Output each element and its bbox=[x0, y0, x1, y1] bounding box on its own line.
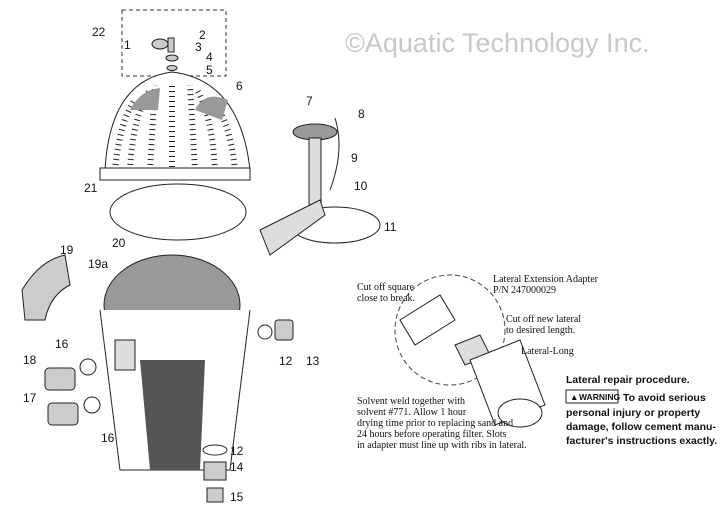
warning-triangle-icon: ▲ bbox=[570, 392, 578, 402]
filter-dome bbox=[99, 71, 251, 181]
callout-16b: 16 bbox=[101, 431, 115, 445]
callout-21: 21 bbox=[84, 181, 98, 195]
warning-badge bbox=[565, 389, 619, 404]
callout-14: 14 bbox=[230, 460, 244, 474]
label-text: facturer's instructions exactly. bbox=[566, 435, 717, 447]
callout-8: 8 bbox=[358, 107, 365, 121]
label-text: Lateral-Long bbox=[521, 346, 574, 357]
watermark: ©Aquatic Technology Inc. bbox=[345, 28, 650, 58]
callout-labels: 22 1 2 3 4 5 6 7 8 9 10 11 21 20 19 19a … bbox=[23, 25, 397, 504]
callout-6: 6 bbox=[236, 79, 243, 93]
callout-13: 13 bbox=[306, 354, 320, 368]
callout-20: 20 bbox=[112, 236, 126, 250]
label-text: to desired length. bbox=[506, 325, 575, 336]
callout-16a: 16 bbox=[55, 337, 69, 351]
label-text: solvent #771. Allow 1 hour bbox=[357, 407, 467, 418]
callout-2: 2 bbox=[199, 28, 206, 42]
label-text: personal injury or property bbox=[566, 407, 700, 419]
detail-notes: Cut off square close to break. Lateral E… bbox=[357, 274, 599, 451]
label-text: 24 hours before operating filter. Slots bbox=[357, 429, 507, 440]
callout-15: 15 bbox=[230, 490, 244, 504]
label-text: damage, follow cement manu- bbox=[566, 421, 716, 433]
lateral-detail bbox=[394, 274, 546, 428]
repair-procedure: Lateral repair procedure. ▲ WARNING To a… bbox=[565, 374, 717, 447]
lateral-assembly bbox=[259, 117, 381, 256]
callout-1: 1 bbox=[124, 38, 131, 52]
callout-11: 11 bbox=[384, 220, 397, 234]
filter-tank bbox=[99, 254, 251, 471]
callout-9: 9 bbox=[351, 151, 358, 165]
callout-12b: 12 bbox=[230, 444, 244, 458]
callout-7: 7 bbox=[306, 94, 313, 108]
callout-3: 3 bbox=[195, 40, 202, 54]
valve-parts bbox=[151, 37, 179, 71]
kit-box bbox=[121, 9, 227, 77]
label-text: Lateral Extension Adapter bbox=[493, 274, 599, 285]
callout-17: 17 bbox=[23, 391, 37, 405]
callout-5: 5 bbox=[206, 63, 213, 77]
label-text: To avoid serious bbox=[623, 392, 706, 404]
label-text: P/N 247000029 bbox=[493, 285, 556, 296]
label-text: WARNING bbox=[579, 392, 620, 402]
callout-12a: 12 bbox=[279, 354, 293, 368]
label-text: close to break. bbox=[357, 293, 415, 304]
gauge-19 bbox=[21, 254, 71, 321]
callout-4: 4 bbox=[206, 50, 213, 64]
label-text: drying time prior to replacing sand and bbox=[357, 418, 513, 429]
callout-19a: 19a bbox=[88, 257, 108, 271]
label-text: Cut off new lateral bbox=[506, 314, 581, 325]
o-ring-21 bbox=[109, 183, 247, 241]
label-text: Cut off square bbox=[357, 282, 415, 293]
procedure-title: Lateral repair procedure. bbox=[566, 374, 690, 386]
callout-10: 10 bbox=[354, 179, 368, 193]
label-text: in adapter must line up with ribs in lat… bbox=[357, 440, 527, 451]
label-text: Solvent weld together with bbox=[357, 396, 465, 407]
callout-22: 22 bbox=[92, 25, 106, 39]
fittings bbox=[44, 319, 294, 503]
callout-18: 18 bbox=[23, 353, 37, 367]
callout-19: 19 bbox=[60, 243, 74, 257]
